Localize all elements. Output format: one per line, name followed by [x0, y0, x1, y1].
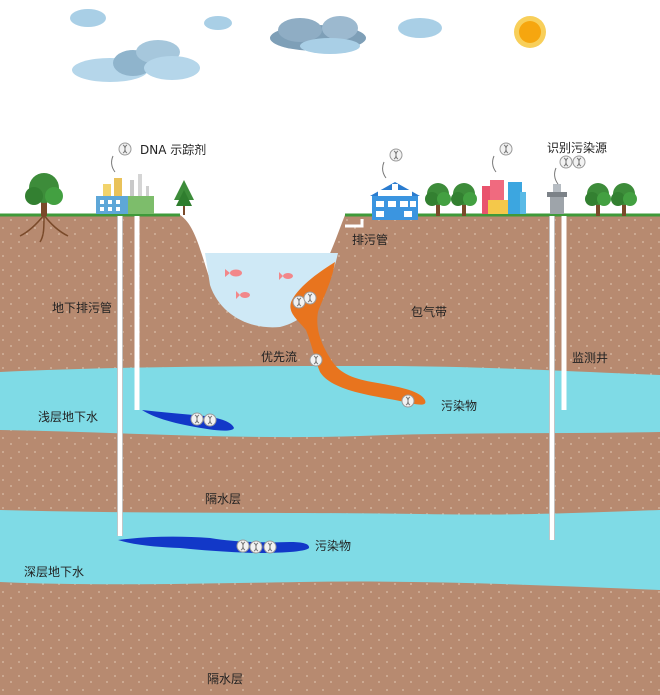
- tree-icon: [451, 183, 477, 216]
- city-buildings-icon: [482, 180, 526, 214]
- tree-icon: [611, 183, 637, 216]
- tree-icon: [174, 180, 194, 215]
- tree-icon: [585, 183, 611, 216]
- tree-icon: [425, 183, 451, 216]
- soil-texture: [0, 215, 660, 695]
- label-monitoring-well: 监测井: [572, 351, 609, 365]
- label-identify-source: 识别污染源: [547, 141, 608, 155]
- monitoring-well-rig-icon: [547, 184, 567, 214]
- label-sewer-outfall: 排污管: [352, 233, 389, 247]
- fish-icon: [225, 269, 293, 299]
- cloud-icon: [70, 9, 442, 38]
- deep-aquifer: [0, 510, 660, 590]
- label-vadose-zone: 包气带: [411, 305, 448, 319]
- sun-icon: [514, 16, 546, 48]
- label-dna-tracer: DNA 示踪剂: [140, 143, 207, 157]
- label-aquitard-lower: 隔水层: [207, 672, 244, 686]
- hospital-icon: [370, 182, 420, 220]
- callout-lines: [111, 155, 559, 185]
- label-pollutant-shallow: 污染物: [441, 399, 478, 413]
- underground-sewer-pipes: [117, 216, 140, 536]
- label-underground-sewer: 地下排污管: [52, 301, 113, 315]
- label-deep-groundwater: 深层地下水: [24, 565, 85, 579]
- cloud-icon: [72, 40, 200, 82]
- orange-contaminant-plume: [290, 262, 426, 405]
- monitoring-well-pipes: [549, 216, 567, 540]
- label-preferential-flow: 优先流: [261, 350, 298, 364]
- well-pipe-outline: [117, 216, 555, 540]
- factory-icon: [96, 174, 154, 214]
- label-shallow-groundwater: 浅层地下水: [38, 410, 99, 424]
- label-aquitard-upper: 隔水层: [205, 492, 242, 506]
- label-pollutant-deep: 污染物: [315, 539, 352, 553]
- tree-icon: [19, 173, 69, 243]
- cloud-icon: [270, 16, 366, 54]
- outfall-pipe: [345, 219, 364, 228]
